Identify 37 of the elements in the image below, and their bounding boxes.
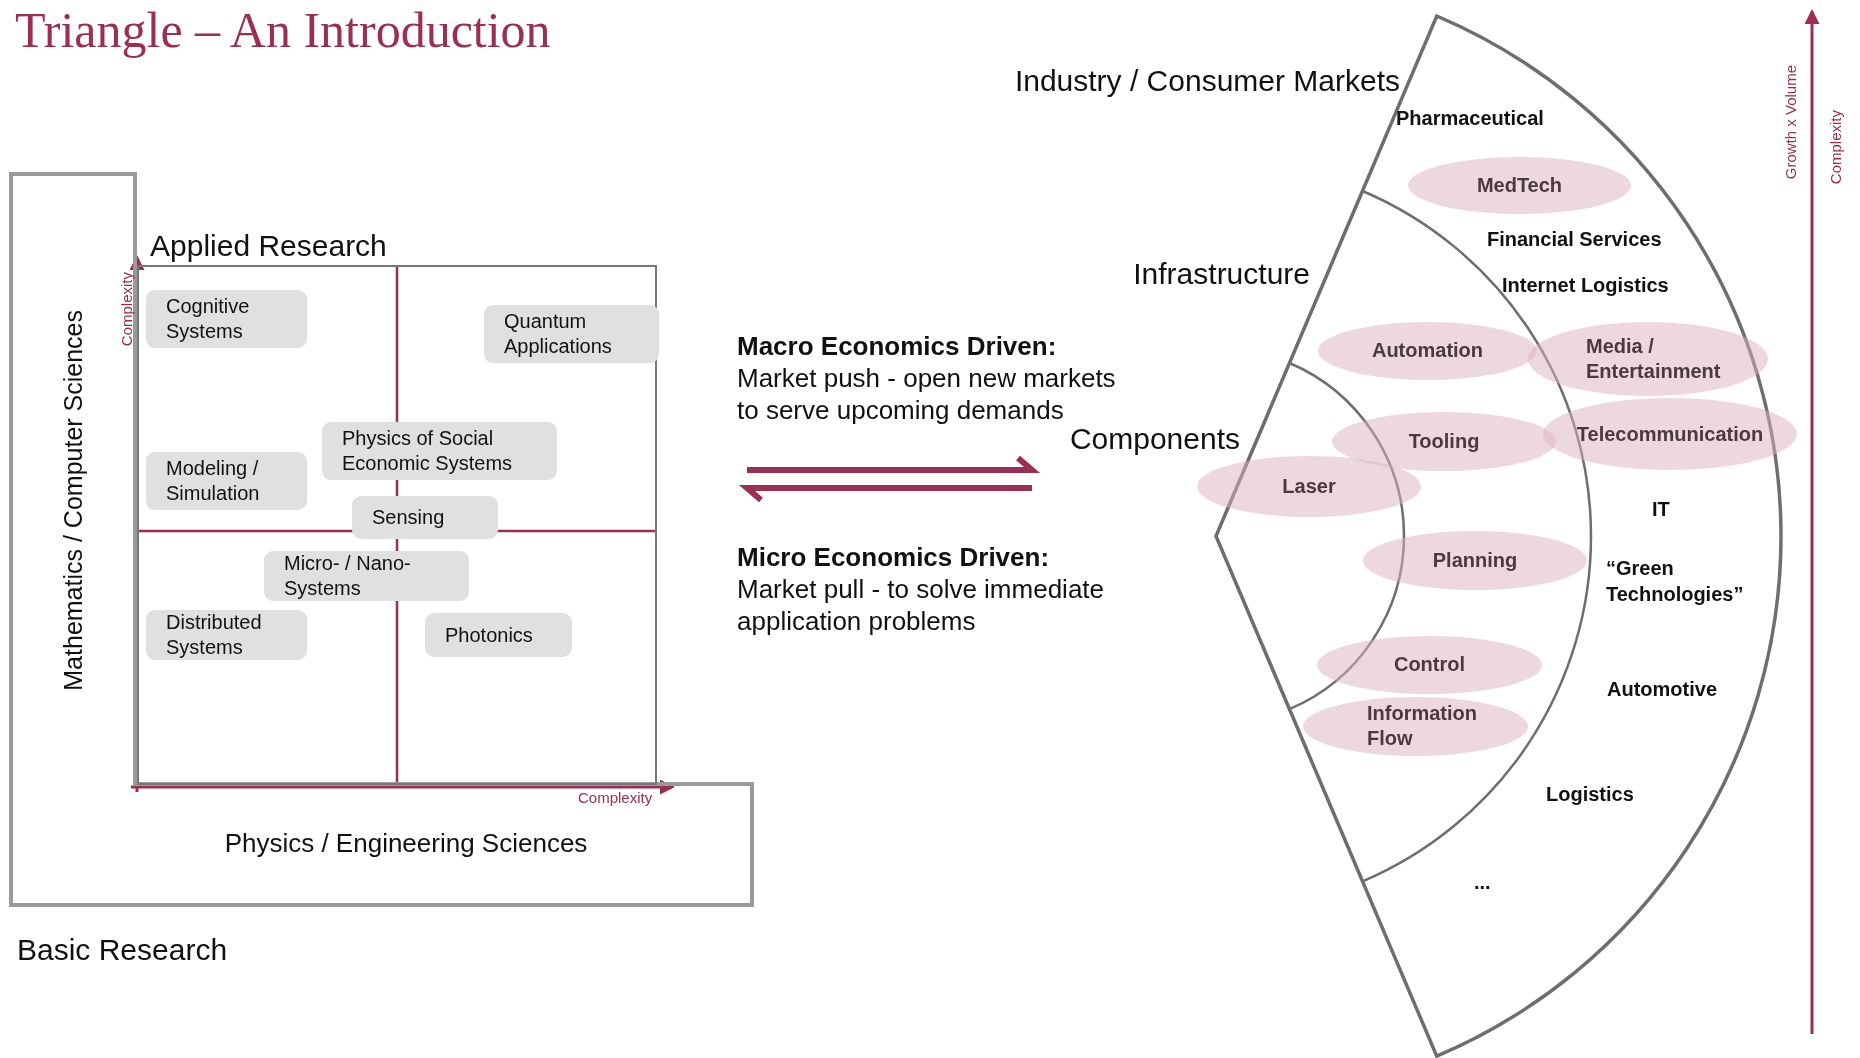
axis-label: Complexity xyxy=(578,789,654,807)
topic-ellipse: Laser xyxy=(1197,456,1421,517)
axis-label: Complexity xyxy=(1827,110,1845,185)
description-text: Market pull - to solve immediate application problems xyxy=(737,573,1106,637)
section-heading: Industry / Consumer Markets xyxy=(1013,63,1400,99)
section-heading: Applied Research xyxy=(150,228,388,264)
topic-box: Photonics xyxy=(425,613,572,657)
market-label: IT xyxy=(1652,497,1671,521)
topic-ellipse: Information Flow xyxy=(1303,697,1528,756)
topic-box: Modeling / Simulation xyxy=(146,452,307,510)
topic-ellipse: Control xyxy=(1317,636,1542,694)
diagram-title: Triangle – An Introduction xyxy=(15,1,551,60)
heading: Macro Economics Driven: xyxy=(737,330,1058,362)
section-heading: Infrastructure xyxy=(1132,256,1310,292)
topic-box: Distributed Systems xyxy=(146,610,307,660)
market-label: Logistics xyxy=(1546,782,1635,806)
axis-title: Physics / Engineering Sciences xyxy=(223,828,589,860)
topic-ellipse: Telecommunication xyxy=(1543,398,1797,470)
topic-ellipse: Automation xyxy=(1318,322,1537,380)
topic-box: Sensing xyxy=(352,496,498,539)
topic-ellipse: Media / Entertainment xyxy=(1528,322,1768,396)
market-label: Internet Logistics xyxy=(1502,273,1670,297)
market-label: Automotive xyxy=(1607,677,1718,701)
topic-box: Micro- / Nano- Systems xyxy=(264,551,469,601)
topic-ellipse: Planning xyxy=(1363,531,1587,590)
market-label: ... xyxy=(1474,870,1492,894)
heading: Micro Economics Driven: xyxy=(737,541,1051,573)
market-label: Pharmaceutical xyxy=(1396,106,1545,130)
topic-box: Quantum Applications xyxy=(484,305,659,363)
section-heading: Basic Research xyxy=(17,932,229,968)
axis-label: Growth x Volume xyxy=(1782,65,1800,180)
topic-box: Physics of Social Economic Systems xyxy=(322,422,557,480)
topic-ellipse: MedTech xyxy=(1408,157,1631,214)
market-label: Financial Services xyxy=(1487,227,1663,251)
market-label: “Green Technologies” xyxy=(1606,556,1745,607)
topic-box: Cognitive Systems xyxy=(146,290,307,348)
axis-title: Mathematics / Computer Sciences xyxy=(58,310,88,691)
